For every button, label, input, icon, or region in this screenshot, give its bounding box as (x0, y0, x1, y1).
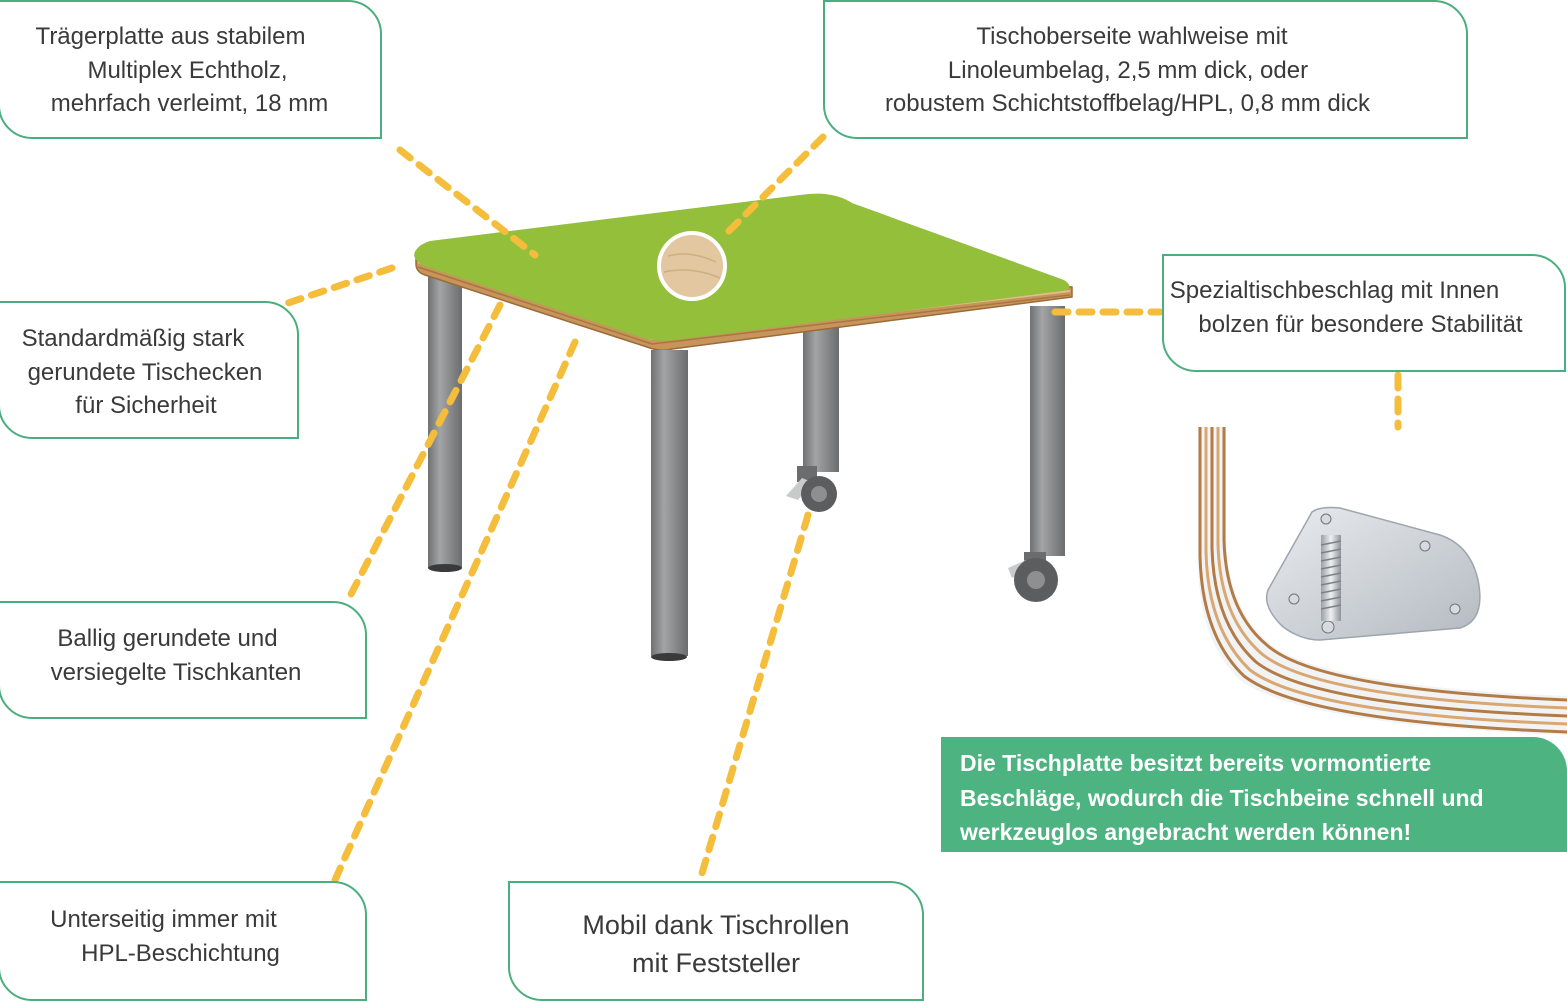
note-line: Die Tischplatte besitzt bereits vormonti… (960, 750, 1432, 776)
callout-line: Unterseitig immer mit (50, 906, 277, 933)
callout-special-fitting: Spezialtischbeschlag mit Innen bolzen fü… (1162, 254, 1566, 372)
callout-line: Standardmäßig stark (21, 325, 245, 352)
callout-line: versiegelte Tischkanten (50, 658, 302, 686)
callout-carrier-plate: Trägerplatte aus stabilem Multiplex Echt… (0, 0, 382, 139)
leader-line-underside (331, 338, 579, 884)
assembly-note-banner: Die Tischplatte besitzt bereits vormonti… (941, 737, 1567, 852)
note-line: Beschläge, wodurch die Tischbeine schnel… (960, 784, 1484, 811)
callout-line: mehrfach verleimt, 18 mm (50, 90, 329, 117)
leader-line-top-surface (721, 133, 827, 239)
callout-line: Mobil dank Tischrollen (582, 910, 850, 940)
callout-line: mit Feststeller (631, 948, 801, 978)
callout-line: gerundete Tischecken (27, 358, 263, 386)
fitting-detail-photo (1198, 427, 1567, 737)
leader-line-casters (696, 511, 812, 884)
callout-line: Trägerplatte aus stabilem (35, 23, 306, 50)
threaded-bolt-icon (1320, 535, 1342, 621)
callout-line: robustem Schichtstoffbelag/HPL, 0,8 mm d… (884, 90, 1371, 117)
table-leg-front-right (1030, 306, 1065, 556)
callout-sealed-edges: Ballig gerundete und versiegelte Tischka… (0, 601, 367, 719)
tabletop-surface (414, 193, 1070, 341)
callout-line: Ballig gerundete und (57, 625, 278, 652)
callout-line: Spezialtischbeschlag mit Innen (1169, 277, 1500, 304)
caster-wheel-back (786, 466, 837, 512)
callout-line: Tischoberseite wahlweise mit (976, 23, 1288, 50)
leader-line-carrier-plate (396, 146, 539, 259)
callout-line: für Sicherheit (75, 392, 217, 419)
note-line: werkzeuglos angebracht werden können! (960, 819, 1412, 845)
callout-rounded-corners: Standardmäßig stark gerundete Tischecken… (0, 301, 299, 439)
callout-line: HPL-Beschichtung (81, 939, 280, 967)
table-leg-back-right (803, 320, 839, 472)
callout-line: Linoleumbelag, 2,5 mm dick, oder (947, 56, 1309, 84)
callout-underside: Unterseitig immer mit HPL-Beschichtung (0, 881, 367, 1001)
callout-casters: Mobil dank Tischrollen mit Feststeller (508, 881, 924, 1001)
leader-line-sealed-edges (344, 301, 504, 604)
table-leg-front-left (651, 350, 688, 661)
callout-top-surface: Tischoberseite wahlweise mit Linoleumbel… (823, 0, 1468, 139)
callout-line: Multiplex Echtholz, (87, 56, 288, 84)
callout-line: bolzen für besondere Stabilität (1198, 310, 1523, 338)
wood-sample-icon (657, 231, 727, 301)
leader-lines (284, 133, 1402, 884)
leader-line-rounded-corners (284, 264, 396, 307)
metal-fitting-plate (1265, 506, 1481, 641)
caster-wheel-front (1008, 552, 1058, 602)
